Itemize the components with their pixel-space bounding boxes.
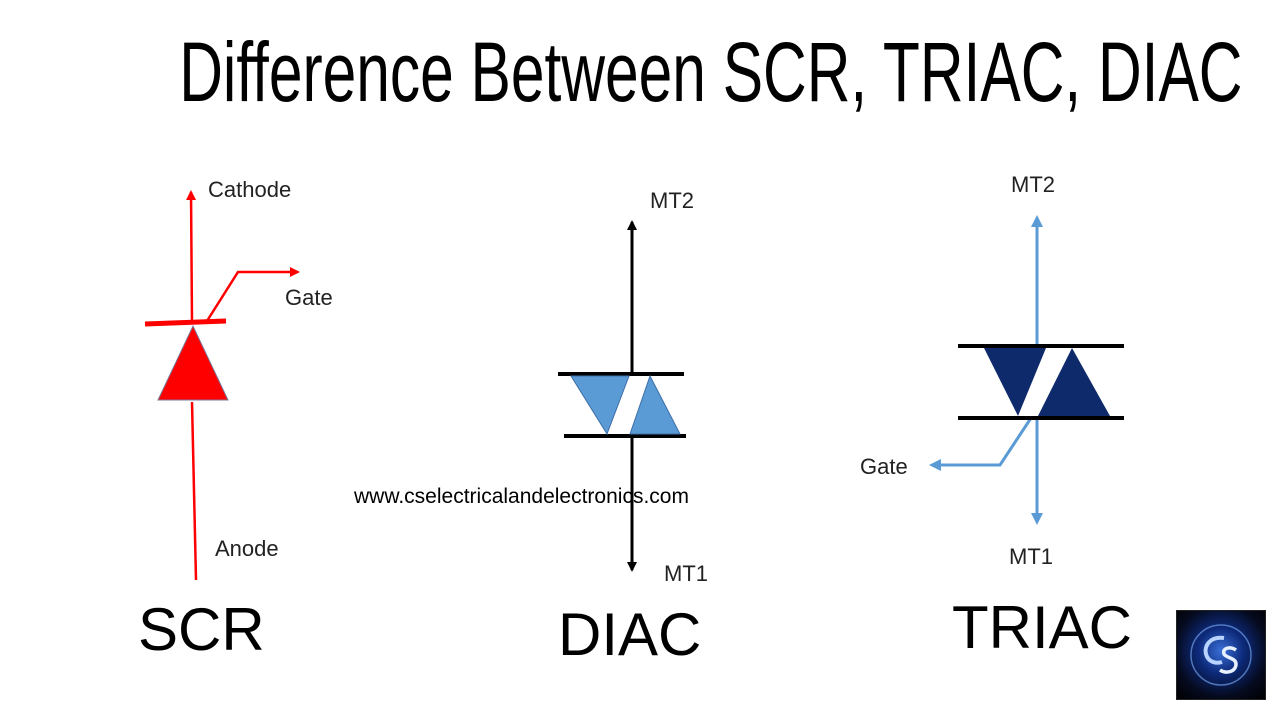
triac-gate-label: Gate [860, 454, 908, 479]
diac-symbol [558, 220, 686, 572]
scr-symbol [144, 190, 300, 581]
diac-mt1-label: MT1 [664, 561, 708, 586]
scr-anode-label: Anode [215, 536, 279, 561]
diac-left-triangle [570, 375, 630, 436]
scr-cathode-lead [186, 190, 197, 323]
website-watermark: www.cselectricalandelectronics.com [353, 485, 689, 508]
triac-mt2-label: MT2 [1011, 172, 1055, 197]
scr-triangle [157, 324, 229, 401]
diac-name: DIAC [558, 601, 701, 668]
triac-mt1-label: MT1 [1009, 544, 1053, 569]
triac-right-triangle [1038, 348, 1110, 416]
scr-name: SCR [138, 596, 265, 663]
scr-gate-label: Gate [285, 285, 333, 310]
diac-mt2-label: MT2 [650, 188, 694, 213]
triac-left-triangle [984, 348, 1046, 416]
scr-cathode-label: Cathode [208, 177, 291, 202]
cs-logo-icon [1176, 610, 1266, 700]
scr-bar [144, 318, 227, 327]
triac-gate-lead [929, 417, 1033, 471]
triac-symbol [929, 215, 1124, 525]
scr-gate-lead [205, 267, 300, 322]
triac-name: TRIAC [952, 594, 1132, 661]
diac-right-triangle [629, 374, 681, 435]
scr-anode-lead [190, 401, 198, 581]
page-title: Difference Between SCR, TRIAC, DIAC [179, 25, 1243, 119]
cs-logo-mark [1190, 624, 1252, 686]
